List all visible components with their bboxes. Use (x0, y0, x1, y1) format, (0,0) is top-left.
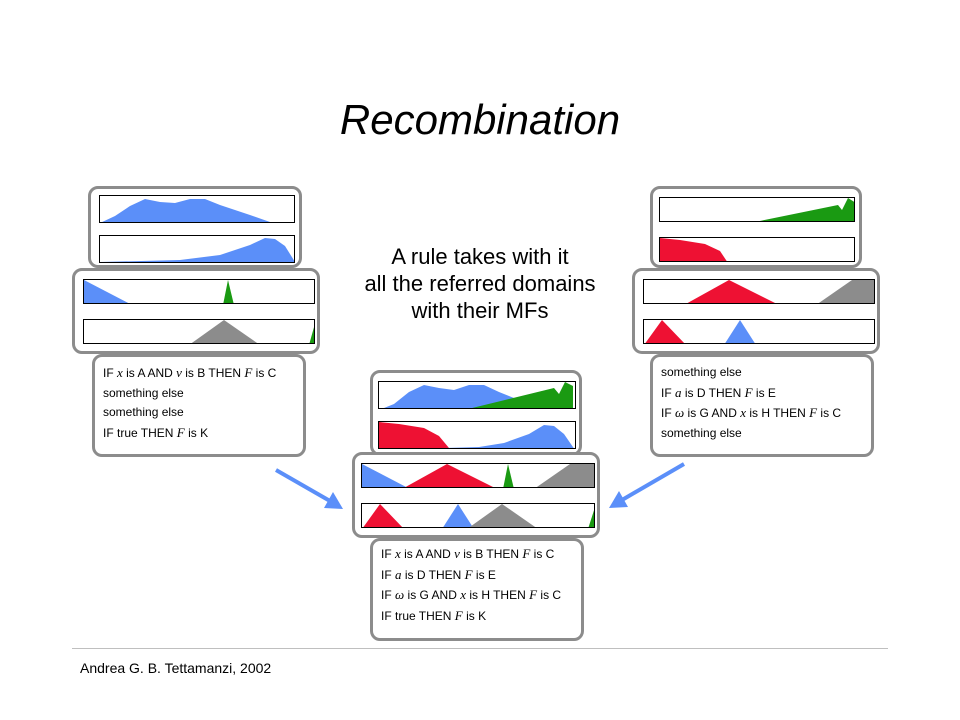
mf-chart (687, 280, 874, 303)
rule-line: IF x is A AND v is B THEN F is C (381, 546, 555, 561)
mf-blue-shape (443, 504, 473, 527)
mf-blue-shape (102, 199, 270, 222)
mf-gray-shape (469, 504, 536, 527)
right-parent-domain-box-1 (650, 186, 862, 268)
rule-line: IF ω is G AND x is H THEN F is C (381, 587, 562, 602)
mf-chart (363, 504, 594, 527)
mf-chart (384, 382, 573, 408)
rule-line: IF true THEN F is K (103, 424, 209, 440)
mf-gray-shape (536, 464, 594, 487)
rule-variable: ω (395, 587, 405, 602)
mf-red-shape (687, 280, 775, 303)
mf-blue-shape (725, 320, 755, 343)
rule-line: IF a is D THEN F is E (381, 566, 496, 582)
caption: A rule takes with it all the referred do… (320, 243, 640, 324)
rule-line: IF a is D THEN F is E (661, 384, 776, 400)
mf-chart (102, 199, 270, 222)
rule-variable: v (454, 546, 460, 561)
rule-line: something else (661, 425, 742, 440)
rule-variable: F (522, 546, 531, 561)
mf-strip (361, 503, 595, 528)
child-domain-box-2 (352, 452, 600, 538)
mf-strip (83, 279, 315, 304)
mf-strip (659, 197, 855, 222)
mf-chart (645, 320, 755, 343)
mf-strip (643, 319, 875, 344)
rule-variable: v (176, 365, 182, 380)
mf-red-shape (405, 464, 493, 487)
left-parent-domain-box-1 (88, 186, 302, 268)
rule-line: IF true THEN F is K (381, 607, 487, 623)
mf-blue-shape (100, 238, 294, 262)
left-arrow-icon (275, 468, 343, 509)
rule-line: IF ω is G AND x is H THEN F is C (661, 405, 842, 420)
caption-line: with their MFs (411, 298, 549, 323)
rule-line: something else (103, 385, 184, 400)
mf-green-shape (759, 198, 854, 221)
rule-variable: x (395, 546, 401, 561)
child-rules: IF x is A AND v is B THEN F is C IF a is… (370, 538, 584, 641)
rule-variable: x (460, 587, 466, 602)
mf-green-shape (503, 464, 514, 487)
slide-title: Recombination (339, 96, 621, 143)
right-parent-rules: something else IF a is D THEN F is E IF … (650, 354, 874, 457)
mf-strip (83, 319, 315, 344)
right-parent-domain-box-2 (632, 268, 880, 354)
mf-strip (99, 195, 295, 223)
mf-green-shape (309, 327, 314, 343)
rule-line: something else (103, 405, 184, 419)
caption-line: A rule takes with it (391, 244, 569, 269)
rule-variable: F (454, 607, 463, 623)
footer-author: Andrea G. B. Tettamanzi, 2002 (80, 660, 272, 676)
mf-strip (99, 235, 295, 263)
rule-variable: F (244, 365, 253, 380)
rule-variable: F (809, 405, 818, 420)
rule-variable: x (740, 405, 746, 420)
rule-variable: ω (675, 405, 685, 420)
caption-line: all the referred domains (364, 271, 596, 296)
mf-chart (660, 238, 727, 261)
mf-chart (379, 422, 574, 448)
mf-blue-shape (444, 425, 574, 448)
mf-chart (84, 280, 234, 303)
mf-strip (378, 421, 576, 449)
footer-divider (72, 648, 888, 649)
rule-variable: F (176, 424, 185, 440)
mf-strip (643, 279, 875, 304)
mf-red-shape (645, 320, 685, 343)
left-parent-rules: IF x is A AND v is B THEN F is C somethi… (92, 354, 306, 457)
mf-gray-shape (818, 280, 874, 303)
rule-line: IF x is A AND v is B THEN F is C (103, 365, 277, 380)
mf-red-shape (660, 238, 727, 261)
mf-chart (100, 238, 294, 262)
mf-red-shape (363, 504, 403, 527)
mf-chart (191, 320, 314, 343)
rule-variable: a (675, 384, 682, 400)
mf-strip (659, 237, 855, 262)
rule-line: something else (661, 365, 742, 379)
mf-chart (759, 198, 854, 221)
right-arrow-icon (609, 462, 686, 508)
rule-variable: a (395, 566, 402, 582)
rule-variable: x (117, 365, 123, 380)
mf-green-shape (223, 280, 234, 303)
mf-chart (362, 464, 594, 487)
rule-variable: F (464, 566, 473, 582)
left-parent-domain-box-2 (72, 268, 320, 354)
mf-gray-shape (191, 320, 258, 343)
rule-variable: F (529, 587, 538, 602)
child-domain-box-1 (370, 370, 582, 456)
mf-strip (378, 381, 576, 409)
rule-variable: F (744, 384, 753, 400)
mf-strip (361, 463, 595, 488)
mf-red-shape (379, 422, 449, 448)
mf-green-shape (472, 382, 573, 408)
